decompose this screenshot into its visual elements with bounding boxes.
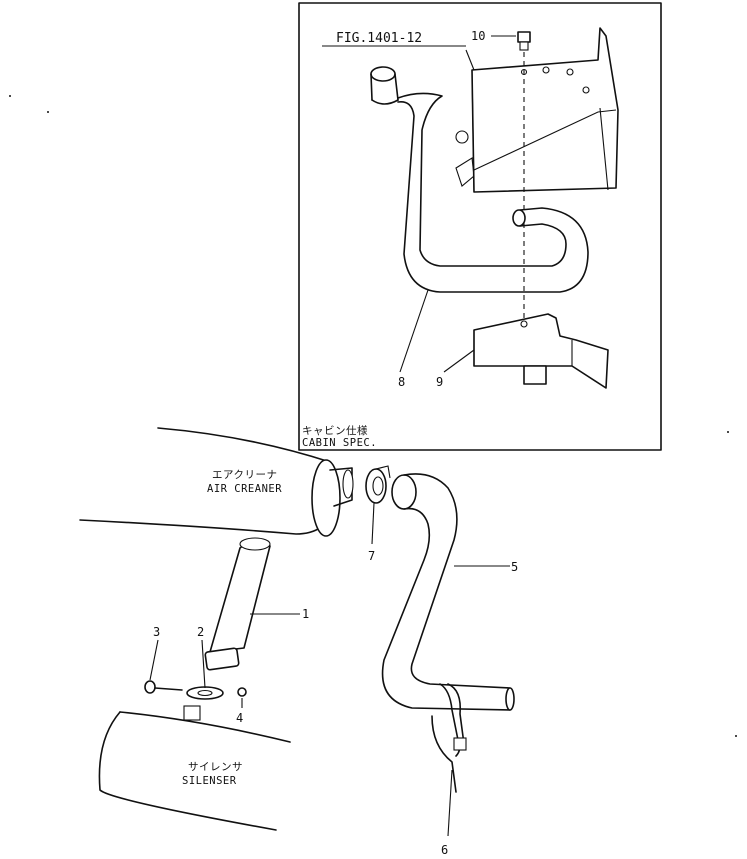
air-cleaner: エアクリーナ AIR CREANER xyxy=(79,427,354,537)
cabin-spec-inset: FIG.1401-12 8 9 10 キャビン仕様 CABIN SPEC. xyxy=(298,2,662,451)
callout-4: 4 xyxy=(236,711,243,725)
small-parts: 3 2 4 xyxy=(144,625,247,725)
leader-fig-ref xyxy=(465,49,475,71)
cabin-spec-caption-jp: キャビン仕様 xyxy=(302,424,368,437)
gasket-part-2 xyxy=(186,686,224,700)
callout-2: 2 xyxy=(197,625,204,639)
clamp-part-7: 7 xyxy=(365,465,391,563)
speck xyxy=(47,111,49,113)
callout-1: 1 xyxy=(302,607,309,621)
callout-3: 3 xyxy=(153,625,160,639)
callout-6: 6 xyxy=(441,843,448,857)
callout-5: 5 xyxy=(511,560,518,574)
nut-part-4 xyxy=(237,687,247,697)
intake-duct-part-5: 5 xyxy=(381,473,518,711)
bolt-part-3 xyxy=(144,680,156,694)
mounting-bracket-upper xyxy=(455,27,619,193)
silencer: サイレンサ SILENSER xyxy=(98,705,291,831)
air-cleaner-label-jp: エアクリーナ xyxy=(212,469,277,481)
callout-8: 8 xyxy=(398,375,405,389)
leader-8 xyxy=(399,289,429,373)
silencer-label-jp: サイレンサ xyxy=(188,761,243,773)
speck xyxy=(9,95,11,97)
band-clamp-part-6: 6 xyxy=(431,683,467,857)
leader-9 xyxy=(443,349,475,373)
air-cleaner-label-en: AIR CREANER xyxy=(207,483,282,495)
pipe-part-1: 1 xyxy=(204,537,309,671)
callout-10: 10 xyxy=(471,29,485,43)
callout-7: 7 xyxy=(368,549,375,563)
silencer-label-en: SILENSER xyxy=(182,775,237,787)
intake-duct-part-8 xyxy=(370,66,589,293)
speck xyxy=(727,431,729,433)
mounting-bracket-part-9 xyxy=(473,313,609,389)
cabin-spec-caption-en: CABIN SPEC. xyxy=(302,437,377,449)
callout-9: 9 xyxy=(436,375,443,389)
figure-reference: FIG.1401-12 xyxy=(336,31,422,46)
speck xyxy=(735,735,737,737)
bolt-part-10 xyxy=(517,31,531,320)
